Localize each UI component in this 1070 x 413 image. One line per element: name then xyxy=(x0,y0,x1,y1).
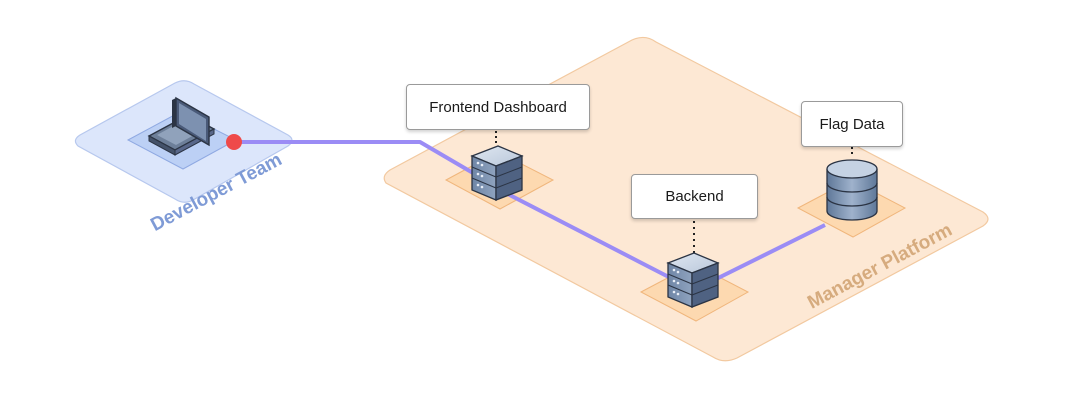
connection-start-dot xyxy=(226,134,242,150)
backend-server-icon xyxy=(666,252,720,308)
laptop-icon xyxy=(147,96,216,156)
backend-label: Backend xyxy=(631,174,758,219)
connection-developer-frontend xyxy=(235,140,499,189)
flag-data-label: Flag Data xyxy=(801,101,903,147)
frontend-dashboard-label: Frontend Dashboard xyxy=(406,84,590,130)
frontend-server-icon xyxy=(470,145,524,201)
connection-frontend-backend xyxy=(499,188,695,292)
flag-data-database-icon xyxy=(826,159,878,221)
